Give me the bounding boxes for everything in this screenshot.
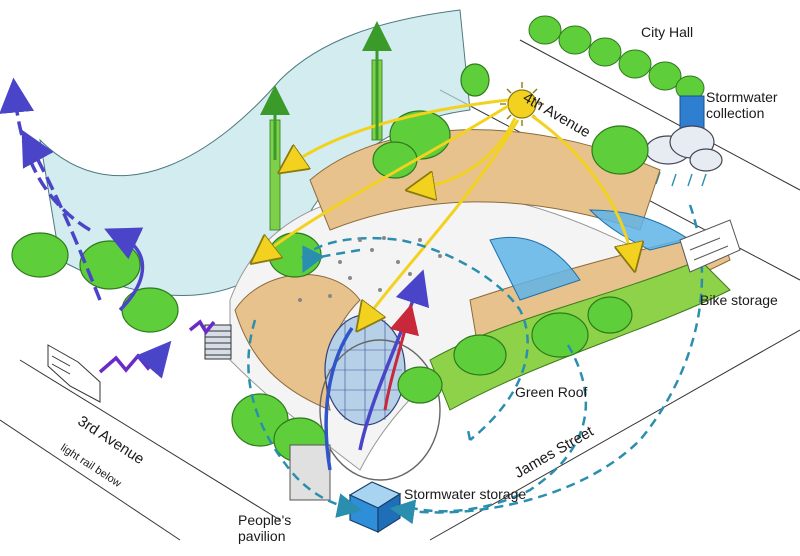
- peoples-pavilion-building: [289, 444, 331, 501]
- rain-drops: [655, 171, 707, 187]
- stormwater-flow-arrows: [247, 204, 704, 525]
- light-rail-vehicle: [47, 344, 101, 403]
- water-runnels: [489, 209, 692, 301]
- label-city-hall: City Hall: [641, 24, 694, 40]
- stormwater-storage-tank: [348, 481, 402, 534]
- plaza-people: [298, 236, 442, 302]
- cloud-icon: [645, 125, 723, 172]
- stairs: [204, 324, 232, 360]
- curved-building-facade: [39, 9, 471, 296]
- label-stormwater-collection: Stormwater collection: [706, 89, 778, 121]
- purple-airflow-arrows: [0, 77, 430, 471]
- label-green-roof: Green Roof: [515, 384, 588, 400]
- green-air-arrows: [260, 21, 392, 160]
- red-heat-arrow: [383, 303, 419, 411]
- label-peoples-pavilion: People's pavilion: [238, 512, 292, 544]
- bike-storage-shelter: [679, 219, 741, 273]
- label-bike-storage: Bike storage: [700, 292, 778, 308]
- ring-walkway: [319, 339, 441, 481]
- sunlight-arrows: [262, 98, 632, 320]
- label-stormwater-storage: Stormwater storage: [404, 486, 527, 502]
